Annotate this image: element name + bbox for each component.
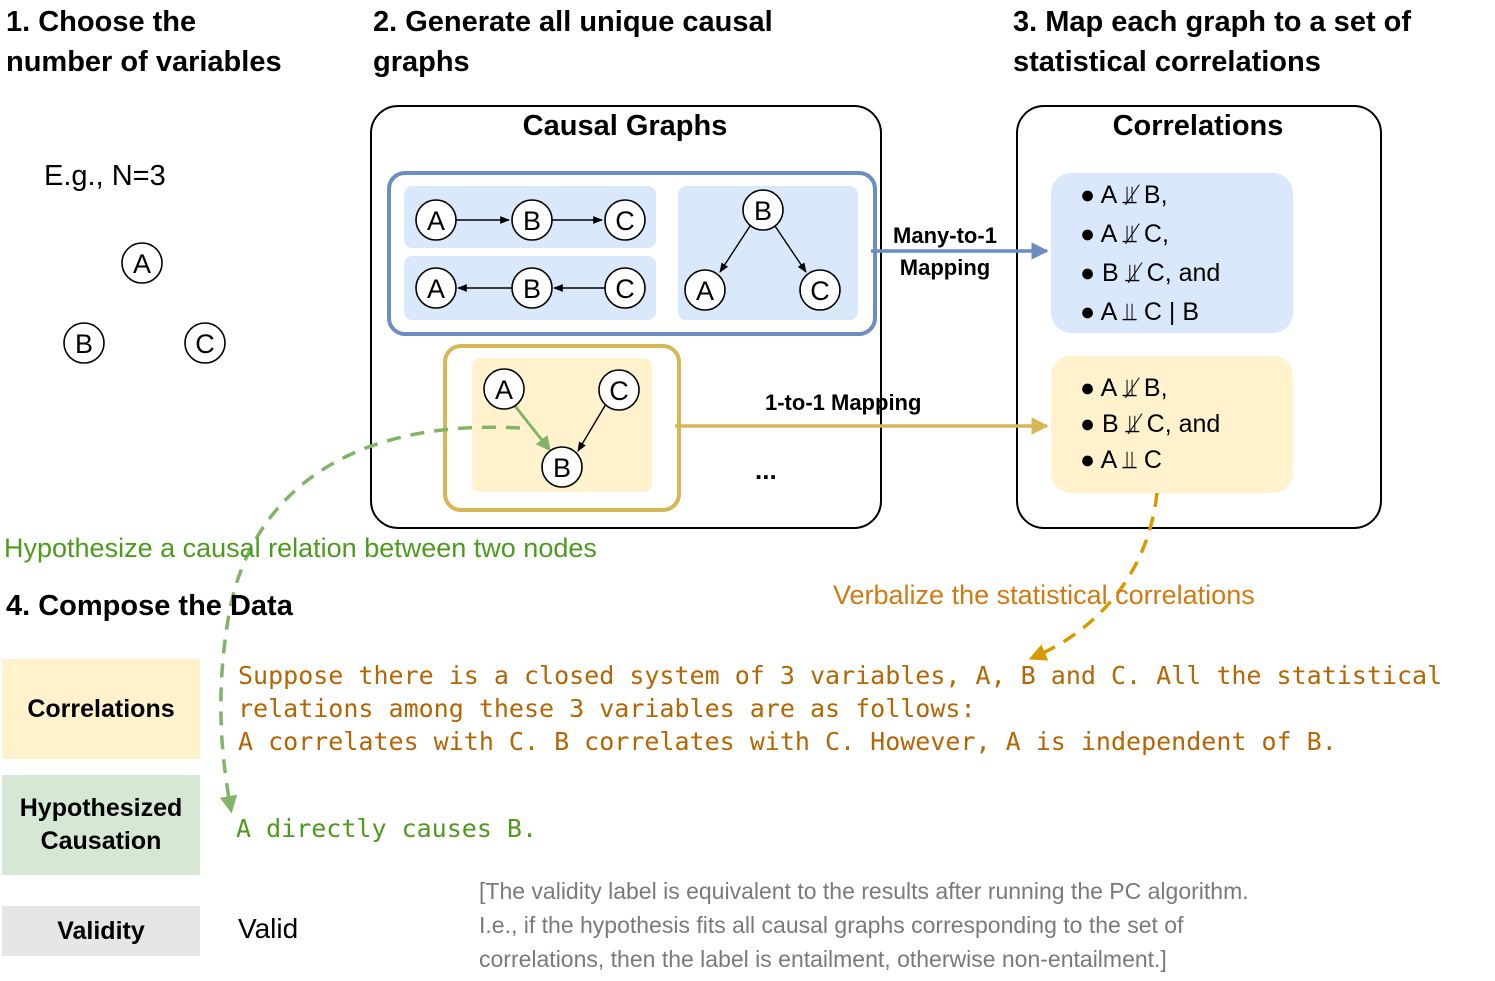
causal-graphs-title: Causal Graphs [522,110,728,142]
ellipsis: ... [755,455,777,485]
correlations-title: Correlations [1112,110,1284,142]
example-text: E.g., N=3 [44,160,166,192]
svg-text:C: C [615,206,635,236]
node-c: C [799,269,841,311]
svg-text:C: C [195,329,215,359]
chain-forward-graph: A B C [415,199,646,241]
validity-value: Valid [238,913,299,944]
node-b: B [511,199,553,241]
yellow-correlation-list: ● A ⫫̸ B, ● B ⫫̸ C, and ● A ⫫ C [1080,370,1220,478]
node-a: A [121,242,163,284]
svg-text:B: B [75,329,93,359]
node-c: C [604,199,646,241]
svg-text:B: B [523,274,541,304]
correlations-row-label: Correlations [2,659,200,759]
step-2-heading: 2. Generate all unique causal graphs [373,6,773,78]
correlation-item: ● A ⫫̸ B, [1080,181,1168,209]
correlation-item: ● A ⫫̸ B, [1080,374,1168,402]
node-a: A [684,269,726,311]
blue-correlation-list: ● A ⫫̸ B, ● A ⫫̸ C, ● B ⫫̸ C, and ● A ⫫ … [1080,176,1220,332]
correlations-text: Suppose there is a closed system of 3 va… [238,661,1443,756]
correlation-item: ● A ⫫ C [1080,446,1162,474]
svg-text:C: C [810,276,830,306]
node-a: A [483,368,525,410]
node-b: B [742,189,784,231]
node-b: B [63,322,105,364]
step-1-heading: 1. Choose the number of variables [6,6,282,78]
node-b: B [511,267,553,309]
hypothesize-arrow [219,425,521,814]
svg-text:A: A [696,276,714,306]
svg-text:A: A [495,375,513,405]
node-c: C [604,267,646,309]
hypothesized-causation-row-label: Hypothesized Causation [2,775,200,875]
node-a: A [415,199,457,241]
blue-correlation-panel [1051,173,1293,333]
correlation-item: ● B ⫫̸ C, and [1080,410,1221,438]
correlation-item: ● A ⫫ C | B [1080,298,1200,326]
validity-row-label: Validity [2,906,200,956]
node-b: B [541,446,583,488]
svg-text:A: A [427,206,445,236]
svg-text:B: B [754,196,772,226]
one-to-one-label: 1-to-1 Mapping [765,390,922,415]
node-c: C [184,322,226,364]
hypothesis-text: A directly causes B. [236,814,538,843]
svg-text:A: A [427,274,445,304]
correlation-item: ● B ⫫̸ C, and [1080,259,1221,287]
chain-backward-graph: A B C [415,267,646,309]
correlation-item: ● A ⫫̸ C, [1080,220,1169,248]
verbalize-arrow [1028,492,1159,661]
step-3-heading: 3. Map each graph to a set of statistica… [1013,6,1412,78]
blue-graph-group [387,171,877,336]
step-4-heading: 4. Compose the Data [6,590,293,622]
fork-graph: B A C [684,189,841,311]
svg-text:B: B [553,453,571,483]
svg-text:C: C [615,274,635,304]
svg-text:A: A [133,249,151,279]
hypothesize-annotation: Hypothesize a causal relation between tw… [4,533,597,563]
many-to-one-label: Many-to-1 Mapping [893,223,997,280]
svg-text:C: C [609,376,629,406]
verbalize-annotation: Verbalize the statistical correlations [833,580,1255,610]
node-c: C [598,369,640,411]
collider-graph: A C B [483,368,640,488]
svg-text:B: B [523,206,541,236]
yellow-correlation-panel [1051,356,1293,493]
validity-note: [The validity label is equivalent to the… [479,878,1249,972]
node-a: A [415,267,457,309]
